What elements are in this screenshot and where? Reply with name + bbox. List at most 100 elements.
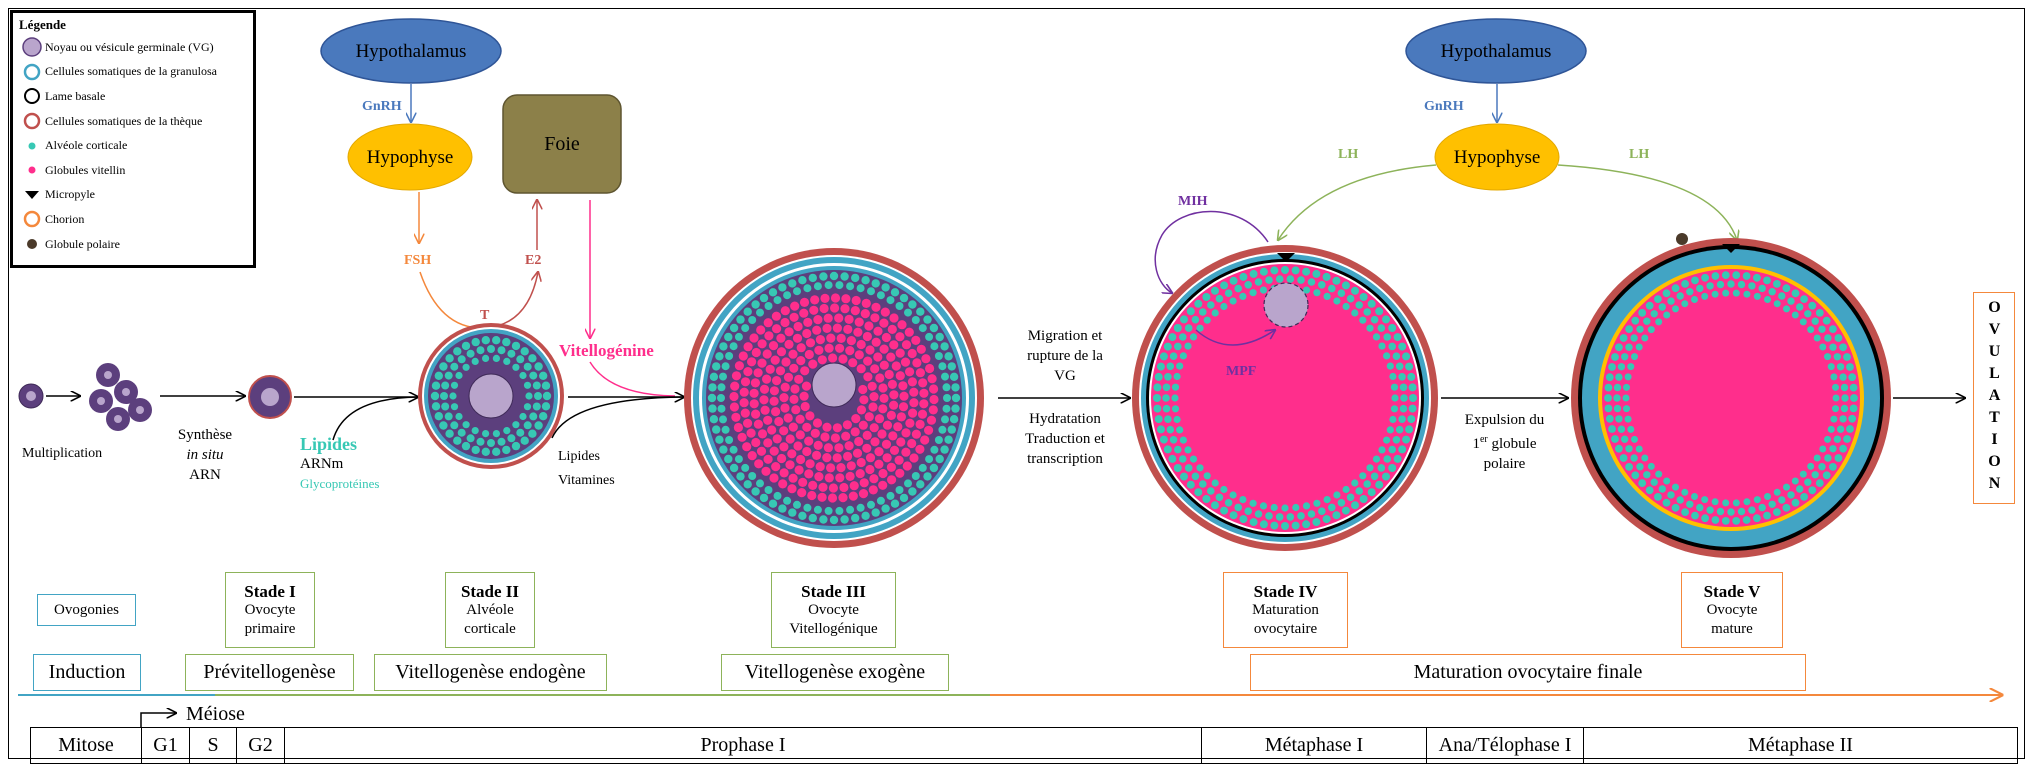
cortical-alveolus (743, 307, 752, 316)
yolk-globule (869, 474, 879, 484)
cortical-alveolus (1796, 485, 1804, 493)
chorion-ring-icon (23, 211, 41, 228)
cortical-alveolus (1622, 394, 1630, 402)
cortical-alveolus (512, 421, 520, 429)
cortical-alveolus (1382, 315, 1390, 324)
cortical-alveolus (528, 429, 537, 438)
cortical-alveolus (798, 511, 807, 520)
yolk-globule (731, 412, 741, 422)
yolk-globule (768, 341, 779, 351)
yolk-globule (845, 471, 855, 481)
cortical-alveolus (1400, 394, 1408, 402)
hypothalamus-left-node (320, 18, 502, 84)
cortical-alveolus (1370, 472, 1379, 481)
cortical-alveolus (1176, 426, 1184, 434)
yolk-globule (879, 393, 889, 403)
mih-label: MIH (1178, 194, 1208, 209)
yolk-globule (774, 416, 784, 427)
cortical-alveolus (455, 371, 463, 380)
cortical-alveolus (1173, 464, 1182, 472)
cortical-alveolus (512, 363, 520, 371)
yolk-globule (749, 388, 759, 398)
yolk-globule (747, 357, 757, 367)
cortical-alveolus (1220, 302, 1228, 311)
cortical-alveolus (1291, 521, 1300, 530)
yolk-globule (904, 327, 914, 337)
stade-iv-cortical-alveoli (1153, 266, 1417, 530)
cortical-alveolus (1829, 325, 1837, 333)
yolk-globule (928, 405, 938, 415)
yolk-globule (909, 398, 919, 408)
yolk-globule (803, 317, 813, 327)
cortical-alveolus (1834, 334, 1843, 342)
cortical-alveolus (1846, 363, 1854, 371)
cortical-alveolus (1164, 373, 1172, 381)
cortical-alveolus (1822, 316, 1831, 325)
cortical-alveolus (717, 394, 725, 402)
cortical-alveolus (466, 434, 475, 443)
lipides-vitamines-label: Lipides Vitamines (558, 449, 615, 488)
cortical-alveolus (1323, 292, 1331, 300)
cortical-alveolus (1322, 272, 1331, 281)
cortical-alveolus (1839, 373, 1847, 381)
cortical-alveolus (1605, 373, 1614, 382)
yolk-globule (762, 349, 772, 359)
cortical-alveolus (1398, 342, 1407, 351)
yolk-globule (824, 473, 834, 483)
cortical-alveolus (1302, 520, 1311, 529)
cortical-alveolus (476, 437, 485, 446)
cortical-alveolus (1621, 435, 1629, 443)
cortical-alveolus (1171, 383, 1180, 391)
yolk-globule (874, 414, 885, 424)
yolk-globule (925, 363, 935, 374)
legend-item-lame-basale: Lame basale (19, 84, 247, 109)
meiose-label: Méiose (186, 703, 245, 725)
yolk-globule (802, 446, 812, 457)
cortical-alveolus (951, 393, 961, 403)
cortical-alveolus (1168, 333, 1177, 342)
yolk-globule (783, 372, 794, 382)
cortical-alveolus (764, 302, 773, 310)
yolk-globule (767, 425, 777, 435)
cortical-alveolus (455, 412, 463, 421)
yolk-globule (871, 337, 881, 347)
cortical-alveolus (1179, 333, 1187, 341)
cortical-alveolus (1249, 289, 1257, 297)
yolk-globule (893, 422, 903, 432)
yolk-globule (852, 448, 863, 458)
yolk-globule (851, 295, 861, 306)
cortical-alveolus (1681, 488, 1689, 496)
yolk-globule (865, 453, 876, 463)
yolk-globule (859, 395, 869, 405)
cortical-alveolus (1645, 301, 1654, 310)
cortical-alveolus (502, 337, 511, 347)
cortical-alveolus (835, 281, 844, 290)
yolk-globule (810, 295, 820, 305)
cortical-alveolus (523, 381, 532, 389)
cortical-alveolus (1711, 516, 1720, 524)
cortical-alveolus (788, 279, 797, 288)
migration-label: Migration et rupture de la VG (1027, 328, 1103, 384)
cortical-alveolus (1162, 383, 1171, 392)
lh-right-curve (1557, 164, 1737, 240)
meiosis-table: Mitose G1 S G2 Prophase I Métaphase I An… (30, 727, 2018, 764)
yolk-globule (823, 313, 833, 323)
cortical-alveolus (457, 355, 466, 364)
cortical-alveolus (1202, 293, 1211, 301)
cortical-alveolus (1341, 281, 1350, 290)
cortical-alveolus (935, 454, 944, 464)
nucleus-icon (22, 37, 42, 58)
yolk-globule (844, 314, 854, 324)
hypophyse-right-node (1434, 123, 1560, 191)
yolk-globule (769, 473, 779, 483)
cortical-alveolus (453, 347, 462, 356)
cortical-alveolus (1625, 343, 1633, 351)
cortical-alveolus (908, 300, 917, 309)
yolk-globule (787, 449, 797, 459)
yolk-globule (830, 433, 841, 443)
cortical-alveolus (1604, 383, 1613, 392)
cortical-alveolus (1220, 281, 1229, 290)
cortical-alveolus (1359, 316, 1367, 324)
